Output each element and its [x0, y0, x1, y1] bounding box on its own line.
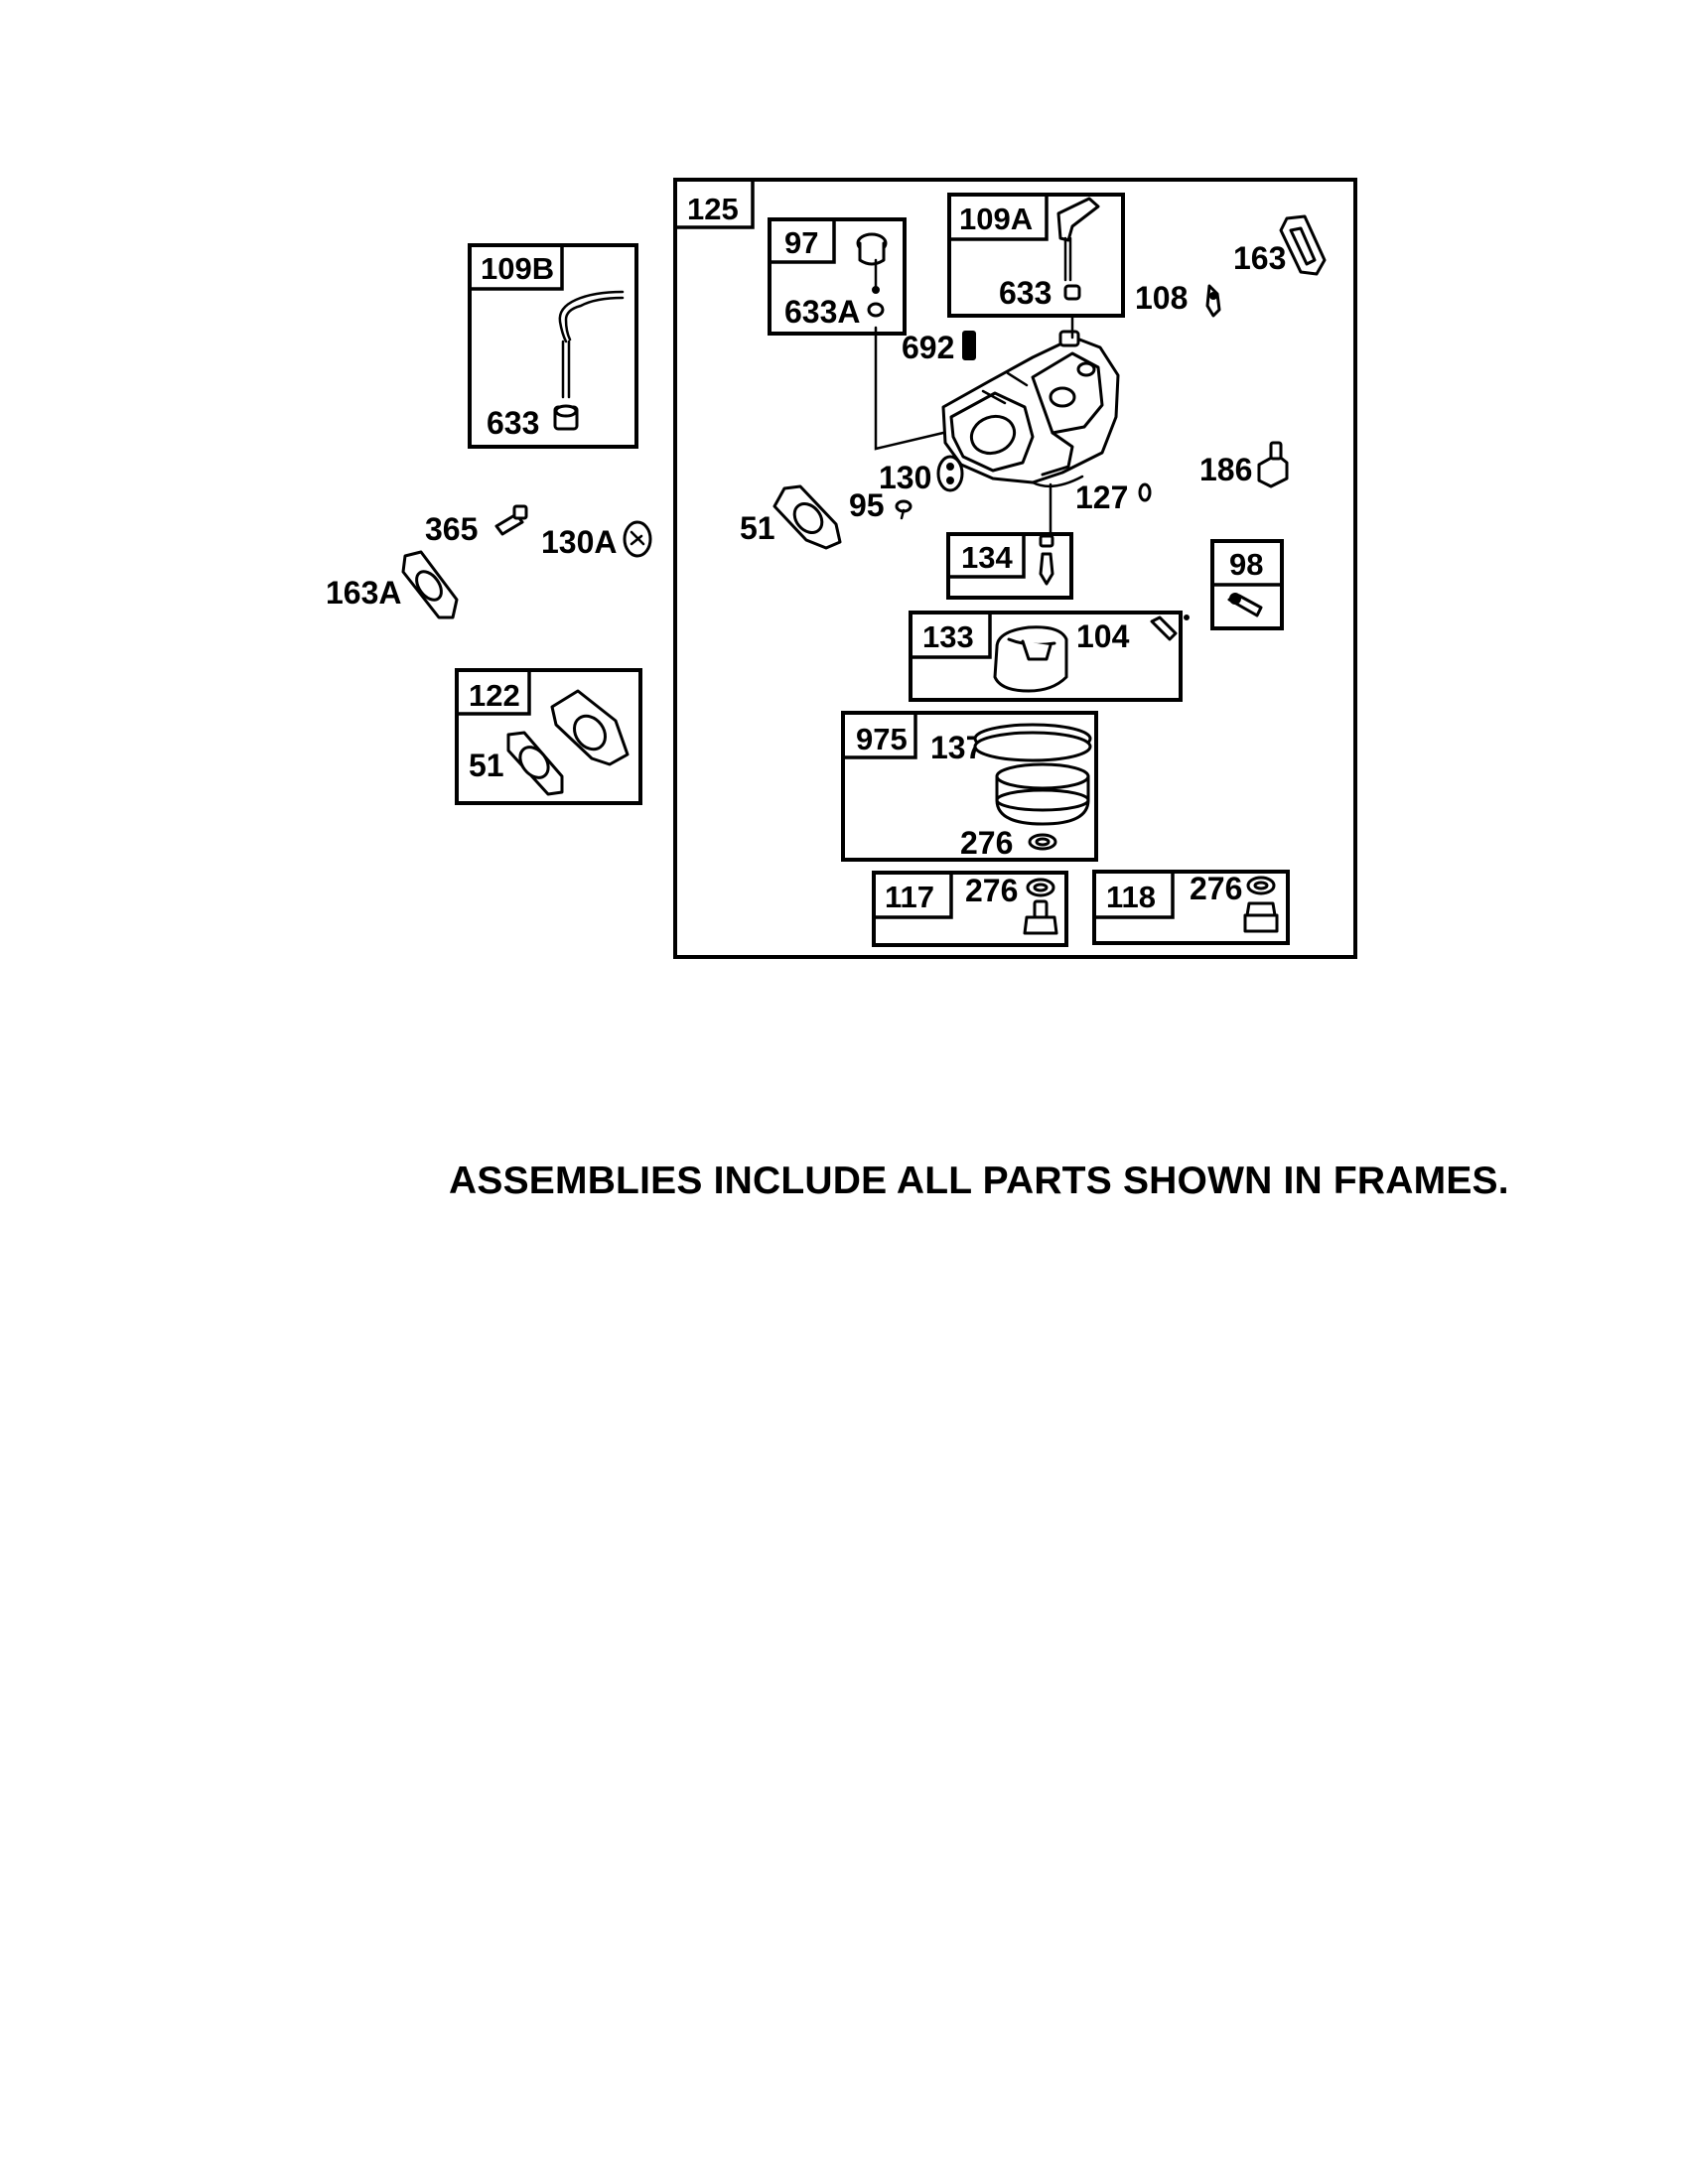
assembly-frame-125: 125 [673, 178, 1357, 959]
part-label-276-a: 276 [960, 825, 1013, 861]
washer-276-b-part [1026, 878, 1055, 897]
seal-633-b-part [553, 404, 579, 431]
assembly-frame-97: 97 633A [768, 217, 907, 336]
washer-276-c-part [1246, 876, 1276, 895]
needle-134-part [1039, 534, 1054, 586]
washer-276-a-part [1028, 833, 1057, 851]
part-label-276-b: 276 [965, 873, 1018, 908]
gasket-51-a-part [772, 484, 842, 550]
assembly-frame-122: 122 51 [455, 668, 642, 805]
caption-text: ASSEMBLIES INCLUDE ALL PARTS SHOWN IN FR… [449, 1160, 1509, 1202]
frame-label-117: 117 [885, 880, 934, 914]
frame-label-109A: 109A [959, 202, 1033, 236]
assembly-frame-98: 98 [1210, 539, 1284, 630]
frame-label-125: 125 [687, 192, 739, 226]
part-label-130A: 130A [541, 524, 618, 560]
plate-130A-part [623, 520, 652, 558]
part-label-51-b: 51 [469, 748, 504, 783]
part-label-633-a: 633 [999, 275, 1052, 311]
plate-130-part [936, 455, 964, 492]
assembly-frame-133: 133 104 [909, 611, 1190, 702]
part-label-95: 95 [849, 487, 885, 523]
part-label-127: 127 [1075, 479, 1128, 515]
spacer-122-part [550, 689, 630, 766]
seal-633A-part [867, 302, 885, 318]
bolt-118-part [1243, 901, 1279, 933]
gasket-163-part [1279, 214, 1327, 276]
part-label-108: 108 [1135, 280, 1188, 316]
part-label-633-b: 633 [487, 405, 539, 441]
part-label-365: 365 [425, 511, 478, 547]
frame-label-975: 975 [856, 722, 908, 756]
assembly-frame-118: 118 276 [1092, 870, 1290, 945]
throttle-shaft-part [1056, 197, 1100, 282]
gasket-51-b-part [506, 731, 564, 796]
assembly-frame-117: 117 276 [872, 871, 1068, 947]
choke-knob-part [856, 232, 888, 294]
gasket-163A-part [401, 550, 459, 619]
frame-label-97: 97 [784, 225, 818, 260]
part-label-186: 186 [1199, 452, 1252, 487]
part-label-104: 104 [1076, 618, 1130, 654]
bolt-117-part [1023, 899, 1058, 935]
seal-633-a-part [1063, 284, 1081, 301]
part-label-276-c: 276 [1190, 871, 1242, 906]
frame-label-118: 118 [1106, 880, 1156, 914]
part-label-51-a: 51 [740, 510, 775, 546]
assembly-frame-134: 134 [946, 532, 1073, 600]
part-label-163: 163 [1233, 240, 1286, 276]
fitting-186-part [1257, 441, 1289, 488]
frame-label-134: 134 [961, 540, 1013, 575]
part-label-633A: 633A [784, 294, 861, 330]
frame-label-98: 98 [1229, 547, 1263, 582]
spring-692-part [962, 331, 976, 360]
gasket-137-part [973, 723, 1092, 762]
part-label-130: 130 [879, 460, 931, 495]
oring-127-part [1138, 482, 1152, 502]
assembly-frame-109B: 109B 633 [468, 243, 638, 449]
choke-shaft-part [558, 290, 625, 399]
float-bowl-part [995, 762, 1090, 826]
screw-98-part [1227, 593, 1263, 617]
frame-label-122: 122 [469, 678, 520, 713]
screw-95-part [895, 499, 912, 520]
leader-lines [874, 314, 1074, 534]
assembly-frame-975: 975 137 276 [841, 711, 1098, 862]
frame-label-109B: 109B [481, 251, 554, 286]
bolt-365-part [494, 504, 528, 536]
carburetor-body-part [941, 330, 1120, 488]
part-label-163A: 163A [326, 575, 402, 611]
frame-label-133: 133 [922, 619, 974, 654]
float-133-part [993, 625, 1068, 693]
assembly-frame-109A: 109A 633 [947, 193, 1125, 318]
screw-108-part [1205, 284, 1221, 318]
pin-104-part [1150, 614, 1190, 641]
part-label-692: 692 [902, 330, 954, 365]
